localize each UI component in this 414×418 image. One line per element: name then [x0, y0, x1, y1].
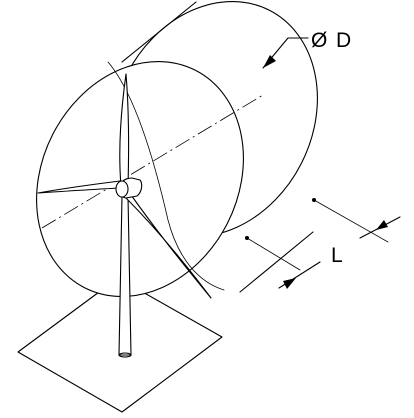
blade-lower — [123, 191, 212, 299]
blade-upper — [119, 73, 130, 187]
tower-base — [118, 352, 132, 358]
length-marker-far — [312, 198, 316, 202]
length-extension-near — [246, 237, 301, 271]
streamtube-top-edge — [121, 1, 197, 63]
length-marker-near — [245, 236, 249, 240]
axis-centerline — [41, 94, 264, 229]
streamtube-bottom-edge — [239, 231, 314, 293]
length-label: L — [331, 244, 343, 267]
length-arrowhead-far — [376, 220, 388, 230]
diameter-label: D — [336, 29, 351, 52]
ground-pad — [17, 277, 223, 413]
blade-left — [37, 180, 122, 194]
hub — [115, 180, 129, 198]
length-arrowhead-near — [283, 278, 296, 289]
length-extension-far — [313, 199, 389, 243]
streamtube-front-disk — [36, 60, 244, 298]
diameter-symbol: Ø — [311, 29, 327, 52]
diameter-arrowhead — [263, 55, 276, 68]
